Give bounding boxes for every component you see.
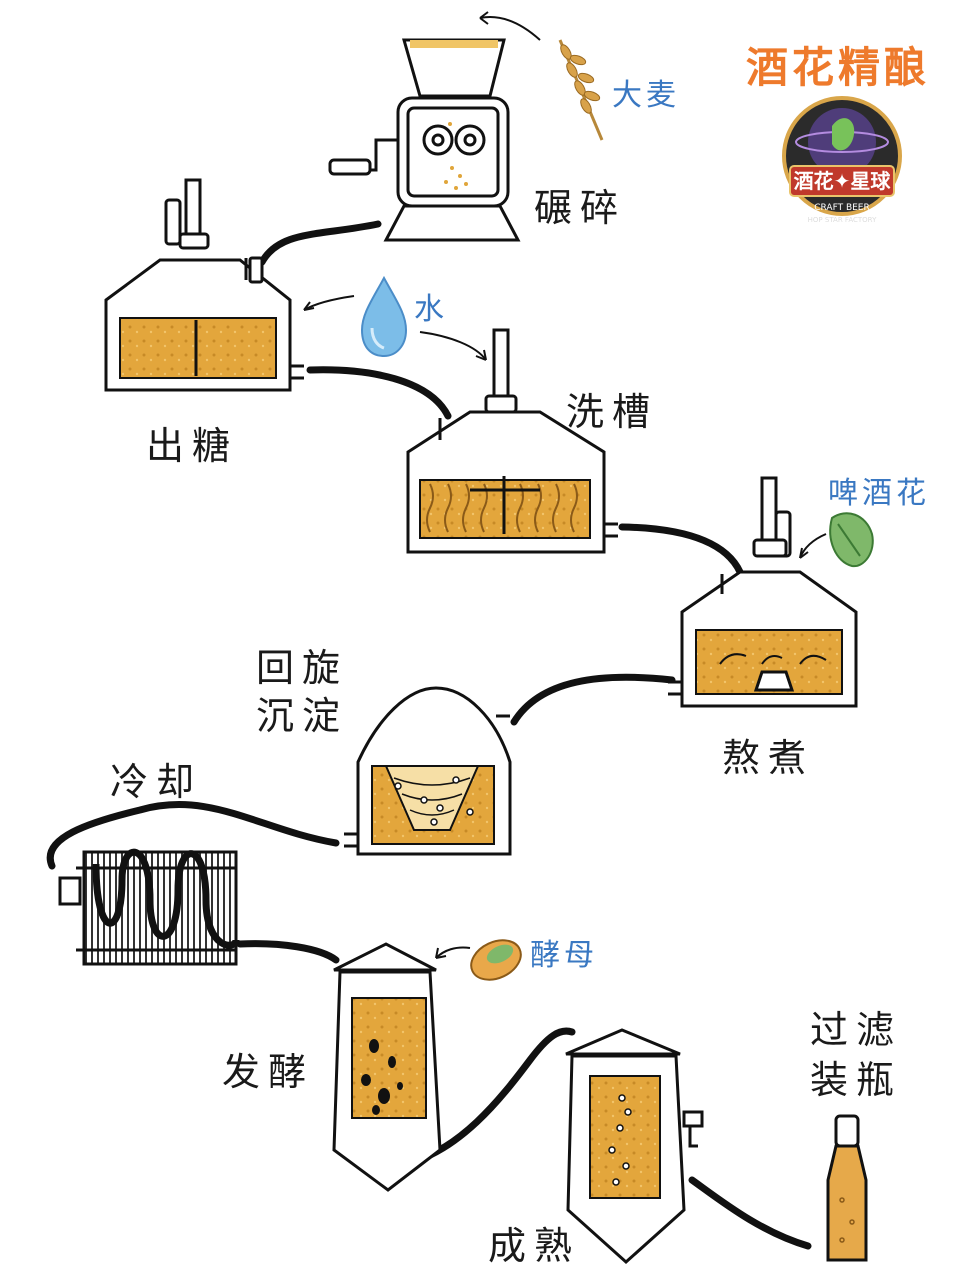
pipe-cooler-to-ferment [236, 940, 340, 964]
hop-icon [829, 512, 874, 568]
step-whirlpool-label-1: 回旋 [256, 646, 349, 690]
mill-base [383, 204, 521, 242]
ingredient-water-label: 水 [414, 292, 448, 327]
step-cooling-label: 冷却 [110, 760, 203, 804]
bottle-icon [826, 1114, 868, 1262]
mill-hopper [402, 38, 506, 98]
step-mashing-label: 出糖 [146, 424, 239, 468]
wort-cooler [58, 848, 240, 966]
step-lautering-label: 洗槽 [566, 390, 659, 434]
step-boiling-label: 熬煮 [722, 736, 815, 780]
maturation-tank [565, 1028, 704, 1265]
boil-kettle [668, 476, 858, 708]
step-bottling-label-2: 装瓶 [810, 1058, 903, 1102]
pipe-mill-to-mash [258, 220, 382, 266]
step-fermentation-label: 发酵 [222, 1050, 315, 1094]
mill [328, 38, 521, 242]
pipe-lauter-to-boil [618, 523, 744, 576]
arrow-barley-to-mill [479, 16, 541, 41]
tap-icon [682, 1110, 704, 1128]
pipe-boil-to-whirlpool [510, 673, 676, 726]
ingredient-yeast-label: 酵母 [530, 938, 598, 973]
pipe-whirlpool-to-cooler [46, 801, 340, 870]
lauter-tun [406, 328, 618, 554]
logo-arc: HOP STAR FACTORY [808, 216, 877, 224]
pipe-mature-to-bottle [688, 1176, 812, 1250]
logo-name: 酒花✦星球 [794, 169, 892, 193]
logo-sub: CRAFT BEER [814, 203, 870, 213]
water-drop-icon [360, 275, 408, 358]
mash-tun [104, 178, 304, 392]
barley-icon [558, 39, 604, 141]
mash-tun-liquid [119, 317, 277, 379]
cooler-coil [92, 848, 240, 949]
step-maturation-label: 成熟 [488, 1224, 581, 1268]
page-title: 酒花精酿 [746, 43, 931, 92]
yeast-icon [470, 939, 522, 981]
brand-logo: 酒花✦星球 CRAFT BEER HOP STAR FACTORY [782, 96, 902, 224]
step-whirlpool-label-2: 沉淀 [256, 694, 349, 738]
pipe-ferment-to-mature [402, 1027, 576, 1168]
ingredient-barley-label: 大麦 [612, 78, 680, 113]
pipe-mash-to-lauter [306, 366, 452, 420]
ingredient-hops-label: 啤酒花 [828, 476, 930, 511]
pipes [46, 220, 812, 1250]
fermenter [332, 942, 442, 1192]
step-milling-label: 碾碎 [534, 186, 627, 230]
step-bottling-label-1: 过滤 [810, 1008, 903, 1052]
maturation-liquid [589, 1075, 661, 1199]
whirlpool-tank [344, 686, 512, 856]
